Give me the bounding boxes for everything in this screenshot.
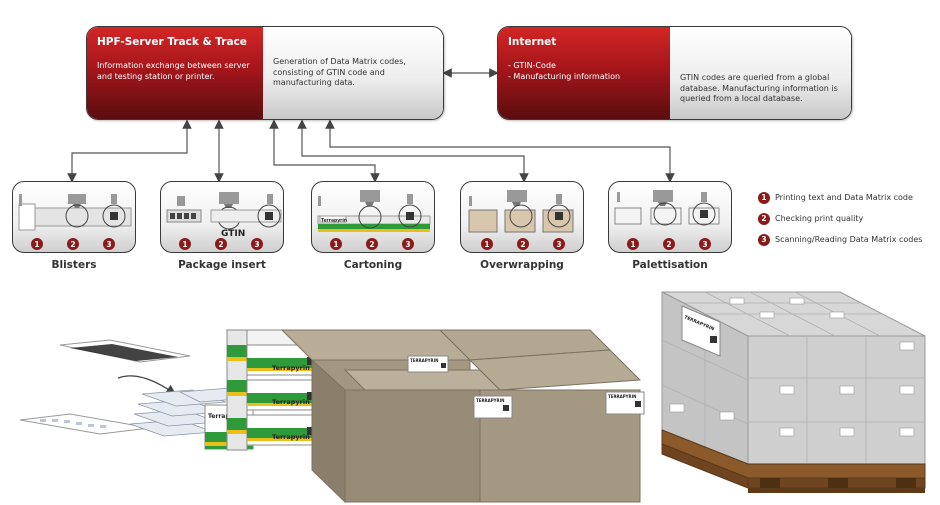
internet-list-item: - Manufacturing information <box>508 71 621 81</box>
palettisation-illustration <box>614 190 720 226</box>
hpf-server-info: Generation of Data Matrix codes, consist… <box>263 27 443 119</box>
cartoning-illustration: Terrapyrin <box>317 190 431 232</box>
legend-number: 3 <box>758 233 770 246</box>
station-palettisation: 1 2 3 <box>608 181 732 253</box>
legend-text: Checking print quality <box>775 214 864 223</box>
legend-number: 2 <box>758 212 770 225</box>
legend-item-scanning: 3 Scanning/Reading Data Matrix codes <box>758 229 922 250</box>
step-number-2: 2 <box>215 238 227 250</box>
legend-item-checking: 2 Checking print quality <box>758 208 922 229</box>
legend-text: Scanning/Reading Data Matrix codes <box>775 235 923 244</box>
insert-text: GTIN <box>221 229 245 239</box>
station-package-insert: GTIN 1 2 3 <box>160 181 284 253</box>
legend-text: Printing text and Data Matrix code <box>775 193 913 202</box>
step-number-2: 2 <box>366 238 378 250</box>
arrow-overwrapping <box>297 119 529 183</box>
internet-title: Internet <box>508 36 557 48</box>
step-number-1: 1 <box>179 238 191 250</box>
step-number-2: 2 <box>67 238 79 250</box>
package-insert-illustration: GTIN <box>166 192 282 239</box>
station-label-palettisation: Palettisation <box>632 259 708 271</box>
step-number-3: 3 <box>402 238 414 250</box>
internet-panel: Internet - GTIN-Code - Manufacturing inf… <box>497 26 852 120</box>
station-blisters: 1 2 3 <box>12 181 136 253</box>
overwrapping-illustration <box>468 190 574 233</box>
internet-info: GTIN codes are queried from a global dat… <box>670 27 851 119</box>
step-number-3: 3 <box>553 238 565 250</box>
station-label-cartoning: Cartoning <box>343 259 403 271</box>
hpf-server-info-text: Generation of Data Matrix codes, consist… <box>273 57 406 87</box>
legend-number: 1 <box>758 191 770 204</box>
step-number-2: 2 <box>663 238 675 250</box>
station-label-blisters: Blisters <box>51 259 97 271</box>
step-number-1: 1 <box>481 238 493 250</box>
internet-header: Internet - GTIN-Code - Manufacturing inf… <box>498 27 670 119</box>
blisters-illustration <box>18 194 132 231</box>
step-number-3: 3 <box>699 238 711 250</box>
station-label-overwrapping: Overwrapping <box>480 259 564 271</box>
step-number-1: 1 <box>31 238 43 250</box>
hpf-server-title: HPF-Server Track & Trace <box>97 36 247 48</box>
arrow-palettisation <box>325 119 675 183</box>
hpf-server-description: Information exchange between server and … <box>97 61 250 81</box>
internet-list-item: - GTIN-Code <box>508 61 556 70</box>
legend: 1 Printing text and Data Matrix code 2 C… <box>758 187 922 250</box>
arrow-blisters <box>67 119 192 183</box>
arrow-cartoning <box>269 119 380 183</box>
carton-brand-small: Terrapyrin <box>321 218 347 224</box>
internet-list: - GTIN-Code - Manufacturing information <box>508 61 660 82</box>
station-label-package-insert: Package insert <box>178 259 266 271</box>
internet-info-text: GTIN codes are queried from a global dat… <box>680 73 838 103</box>
step-number-1: 1 <box>627 238 639 250</box>
legend-item-printing: 1 Printing text and Data Matrix code <box>758 187 922 208</box>
hpf-server-header: HPF-Server Track & Trace Information exc… <box>87 27 263 119</box>
station-cartoning: Terrapyrin 1 2 3 <box>311 181 435 253</box>
step-number-2: 2 <box>517 238 529 250</box>
step-number-3: 3 <box>103 238 115 250</box>
hpf-server-panel: HPF-Server Track & Trace Information exc… <box>86 26 444 120</box>
station-overwrapping: 1 2 3 <box>460 181 584 253</box>
step-number-3: 3 <box>251 238 263 250</box>
step-number-1: 1 <box>330 238 342 250</box>
